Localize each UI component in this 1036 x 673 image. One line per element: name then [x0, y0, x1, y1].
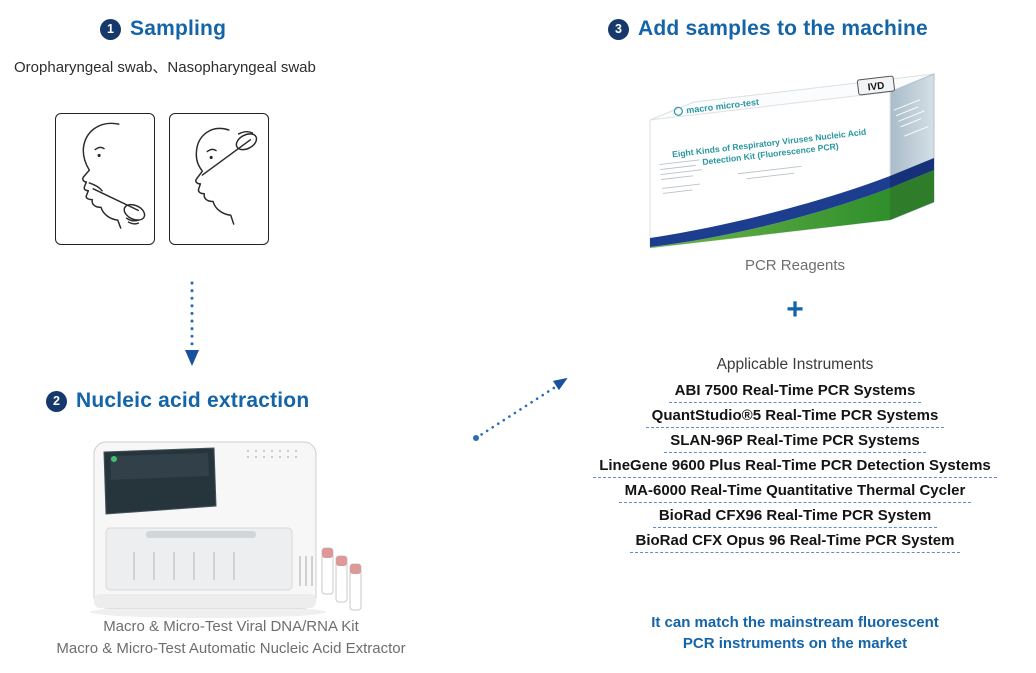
swoosh-green-side [890, 170, 934, 220]
arrowhead [552, 377, 568, 391]
power-indicator [111, 456, 117, 462]
dotted-line [474, 382, 562, 440]
extractor-caption-line1: Macro & Micro-Test Viral DNA/RNA Kit [103, 618, 359, 635]
step2-number-badge: 2 [46, 390, 67, 412]
arrowhead [185, 350, 199, 366]
instrument-item: QuantStudio®5 Real-Time PCR Systems [570, 407, 1020, 428]
inner-tubes [133, 552, 235, 580]
ivd-text: IVD [867, 81, 885, 94]
oropharyngeal-swab-illustration [55, 113, 155, 245]
step3-header: 3 Add samples to the machine [608, 17, 928, 41]
instrument-label: BioRad CFX96 Real-Time PCR System [652, 507, 938, 528]
vent-dots [247, 450, 297, 458]
machine-base [94, 594, 316, 608]
instrument-item: BioRad CFX96 Real-Time PCR System [570, 507, 1020, 528]
instrument-label: BioRad CFX Opus 96 Real-Time PCR System [629, 532, 961, 553]
instrument-label: MA-6000 Real-Time Quantitative Thermal C… [618, 482, 972, 503]
door-handle [146, 531, 256, 538]
swoosh-navy [650, 176, 890, 247]
fine-print-center [737, 165, 802, 180]
step3-number-badge: 3 [608, 18, 629, 40]
swoosh-navy-side [890, 158, 934, 188]
nasopharyngeal-swab-illustration [169, 113, 269, 245]
applicable-instruments-section: Applicable Instruments ABI 7500 Real-Tim… [570, 356, 1020, 557]
screen-glare [110, 453, 209, 480]
face-nose-swab-lines [195, 127, 258, 225]
pcr-reagents-caption: PCR Reagents [744, 257, 846, 274]
instruments-title: Applicable Instruments [716, 356, 874, 373]
oropharyngeal-swab-sketch [82, 122, 146, 229]
note-line2: PCR instruments on the market [682, 635, 908, 652]
side-vents [299, 556, 313, 586]
note-line1: It can match the mainstream fluorescent [651, 614, 939, 631]
step2-header: 2 Nucleic acid extraction [46, 389, 309, 413]
nasopharyngeal-swab-sketch [195, 127, 258, 225]
extractor-caption-line2: Macro & Micro-Test Automatic Nucleic Aci… [56, 640, 406, 657]
pcr-reagent-box-illustration: macro micro-test IVD Eight Kinds of Resp… [649, 73, 935, 249]
instrument-item: MA-6000 Real-Time Quantitative Thermal C… [570, 482, 1020, 503]
plus-sign: + [786, 293, 804, 326]
instrument-label: SLAN-96P Real-Time PCR Systems [664, 432, 926, 453]
dotted-arrow-diagonal [473, 377, 568, 441]
instrument-label: QuantStudio®5 Real-Time PCR Systems [645, 407, 945, 428]
instrument-item: BioRad CFX Opus 96 Real-Time PCR System [570, 532, 1020, 553]
machine-door [105, 527, 293, 591]
face-mouth-swab-lines [82, 122, 146, 229]
fine-print-left [659, 159, 703, 194]
instrument-item: SLAN-96P Real-Time PCR Systems [570, 432, 1020, 453]
instrument-item: LineGene 9600 Plus Real-Time PCR Detecti… [570, 457, 1020, 478]
fine-print-side [893, 99, 929, 137]
sampling-subtitle: Oropharyngeal swab、Nasopharyngeal swab [14, 59, 316, 76]
compatibility-note: It can match the mainstream fluorescent … [575, 612, 1015, 654]
instrument-item: ABI 7500 Real-Time PCR Systems [570, 382, 1020, 403]
step1-header: 1 Sampling [100, 17, 226, 41]
step2-title: Nucleic acid extraction [76, 389, 310, 412]
step1-title: Sampling [130, 17, 227, 40]
test-strips [321, 547, 362, 611]
dotted-arrow-down [185, 281, 199, 366]
step3-title: Add samples to the machine [638, 17, 928, 40]
ivd-badge: IVD [856, 75, 895, 96]
instrument-label: ABI 7500 Real-Time PCR Systems [668, 382, 922, 403]
instrument-label: LineGene 9600 Plus Real-Time PCR Detecti… [593, 457, 997, 478]
nucleic-acid-extractor-illustration [90, 441, 362, 618]
machine-shadow [90, 606, 326, 618]
step1-number-badge: 1 [100, 18, 121, 40]
extractor-captions: Macro & Micro-Test Viral DNA/RNA Kit Mac… [0, 616, 462, 660]
swoosh-green [650, 188, 890, 248]
